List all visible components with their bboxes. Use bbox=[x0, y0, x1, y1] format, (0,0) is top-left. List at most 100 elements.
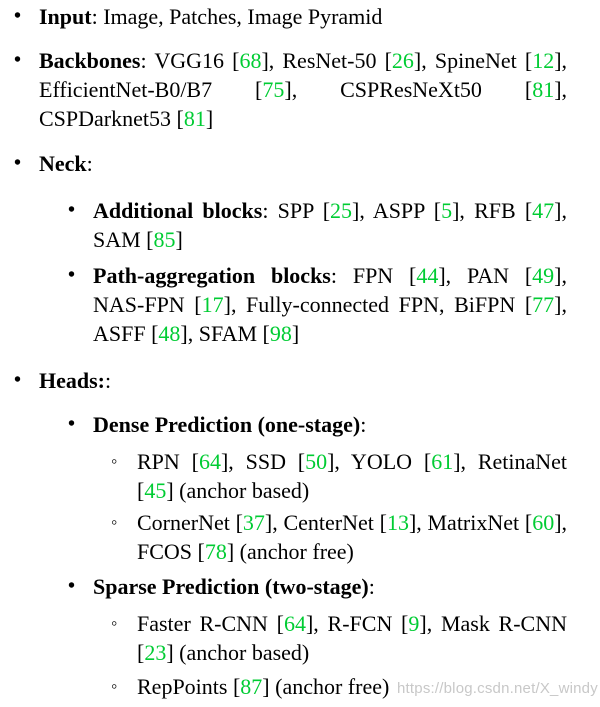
list-item-backbones: •Backbones: VGG16 [68], ResNet-50 [26], … bbox=[0, 46, 600, 133]
citation-link[interactable]: 26 bbox=[391, 48, 414, 73]
item-heading: Sparse Prediction (two-stage) bbox=[93, 574, 369, 599]
citation-link[interactable]: 5 bbox=[441, 198, 453, 223]
item-body-text: CornerNet [ bbox=[137, 510, 243, 535]
heading-colon: : bbox=[360, 412, 367, 437]
item-text: Additional blocks: SPP [25], ASPP [5], R… bbox=[93, 196, 567, 254]
heading-colon: : bbox=[105, 368, 112, 393]
item-body-text: ], MatrixNet [ bbox=[408, 510, 533, 535]
citation-link[interactable]: 77 bbox=[532, 292, 555, 317]
heading-colon: : bbox=[262, 198, 269, 223]
heading-colon: : bbox=[86, 151, 93, 176]
item-text: Dense Prediction (one-stage): bbox=[93, 410, 567, 439]
item-body-text: ], ASPP [ bbox=[352, 198, 442, 223]
citation-link[interactable]: 98 bbox=[269, 321, 292, 346]
item-text: Sparse Prediction (two-stage): bbox=[93, 572, 567, 601]
item-body-text: ], EfficientNet-B0/B7 [ bbox=[39, 48, 568, 102]
list-item-sparse-anchor-free: ◦ RepPoints [87] (anchor free) bbox=[0, 672, 600, 701]
citation-link[interactable]: 64 bbox=[198, 449, 221, 474]
citation-link[interactable]: 61 bbox=[431, 449, 454, 474]
citation-link[interactable]: 23 bbox=[144, 640, 167, 665]
list-item-sparse-anchor-based: ◦ Faster R-CNN [64], R-FCN [9], Mask R-CN… bbox=[0, 609, 600, 667]
item-body-text: ] (anchor free) bbox=[226, 539, 354, 564]
heading-colon: : bbox=[91, 4, 98, 29]
item-text: Faster R-CNN [64], R-FCN [9], Mask R-CNN… bbox=[137, 609, 567, 667]
citation-link[interactable]: 60 bbox=[532, 510, 555, 535]
item-body-text: ], PAN [ bbox=[438, 263, 533, 288]
item-body-text: ], YOLO [ bbox=[327, 449, 432, 474]
item-body-text: RPN [ bbox=[137, 449, 199, 474]
item-body-text: VGG16 [ bbox=[146, 48, 240, 73]
list-item-additional-blocks: • Additional blocks: SPP [25], ASPP [5], … bbox=[0, 196, 600, 254]
heading-colon: : bbox=[140, 48, 147, 73]
hollow-bullet-icon: ◦ bbox=[111, 676, 118, 696]
citation-link[interactable]: 75 bbox=[262, 77, 285, 102]
item-body-text: RepPoints [ bbox=[137, 674, 241, 699]
list-item-sparse-prediction: • Sparse Prediction (two-stage): bbox=[0, 572, 600, 601]
item-text: Path-aggregation blocks: FPN [44], PAN [… bbox=[93, 261, 567, 348]
item-body-text: ] (anchor based) bbox=[166, 640, 310, 665]
citation-link[interactable]: 25 bbox=[330, 198, 353, 223]
item-body-text: ], SFAM [ bbox=[180, 321, 270, 346]
citation-link[interactable]: 81 bbox=[183, 106, 206, 131]
citation-link[interactable]: 47 bbox=[532, 198, 555, 223]
item-heading: Dense Prediction (one-stage) bbox=[93, 412, 361, 437]
item-body-text: SPP [ bbox=[268, 198, 331, 223]
bullet-icon: • bbox=[68, 199, 76, 221]
citation-link[interactable]: 45 bbox=[144, 478, 167, 503]
item-body-text: ] bbox=[291, 321, 300, 346]
item-body-text: ], CSPDarknet53 [ bbox=[39, 77, 568, 131]
hollow-bullet-icon: ◦ bbox=[111, 451, 118, 471]
item-heading: Additional blocks bbox=[93, 198, 263, 223]
item-body-text: ], NAS-FPN [ bbox=[93, 263, 567, 317]
item-body-text: ], FCOS [ bbox=[137, 510, 568, 564]
citation-link[interactable]: 68 bbox=[239, 48, 262, 73]
item-body-text: ], RFB [ bbox=[452, 198, 533, 223]
citation-link[interactable]: 81 bbox=[532, 77, 555, 102]
citation-link[interactable]: 9 bbox=[408, 611, 420, 636]
item-body-text: Image, Patches, Image Pyramid bbox=[97, 4, 383, 29]
item-body-text: ], SAM [ bbox=[93, 198, 567, 252]
item-body-text: ], CSPResNeXt50 [ bbox=[284, 77, 533, 102]
citation-link[interactable]: 12 bbox=[532, 48, 555, 73]
citation-link[interactable]: 49 bbox=[532, 263, 555, 288]
hollow-bullet-icon: ◦ bbox=[111, 512, 118, 532]
item-text: RepPoints [87] (anchor free) bbox=[137, 672, 567, 701]
item-heading: Input bbox=[39, 4, 92, 29]
list-item-path-aggregation-blocks: •Path-aggregation blocks: FPN [44], PAN … bbox=[0, 261, 600, 348]
item-body-text: Faster R-CNN [ bbox=[137, 611, 284, 636]
item-body-text: ] bbox=[175, 227, 183, 252]
list-item-dense-prediction: •Dense Prediction (one-stage): bbox=[0, 410, 600, 439]
bullet-icon: • bbox=[14, 49, 22, 71]
heading-colon: : bbox=[330, 263, 337, 288]
bullet-icon: • bbox=[14, 369, 22, 391]
citation-link[interactable]: 87 bbox=[240, 674, 263, 699]
citation-link[interactable]: 85 bbox=[153, 227, 176, 252]
item-body-text: ] (anchor free) bbox=[262, 674, 390, 699]
citation-link[interactable]: 17 bbox=[201, 292, 224, 317]
bullet-icon: • bbox=[14, 152, 22, 174]
item-heading: Neck bbox=[39, 151, 87, 176]
item-text: RPN [64], SSD [50], YOLO [61], RetinaNet… bbox=[137, 447, 567, 505]
citation-link[interactable]: 13 bbox=[386, 510, 409, 535]
citation-link[interactable]: 37 bbox=[242, 510, 265, 535]
heading-colon: : bbox=[368, 574, 375, 599]
citation-link[interactable]: 48 bbox=[158, 321, 181, 346]
item-body-text: ], Mask R-CNN [ bbox=[137, 611, 567, 665]
item-heading: Heads: bbox=[39, 368, 105, 393]
item-text: Heads:: bbox=[39, 366, 567, 395]
watermark: https://blog.csdn.net/X_windy bbox=[397, 680, 598, 697]
list-item-heads: • Heads:: bbox=[0, 366, 600, 395]
citation-link[interactable]: 64 bbox=[283, 611, 306, 636]
item-body-text: ] (anchor based) bbox=[166, 478, 310, 503]
item-body-text: ], Fully-connected FPN, BiFPN [ bbox=[223, 292, 533, 317]
item-body-text: ], CenterNet [ bbox=[264, 510, 387, 535]
item-heading: Path-aggregation blocks bbox=[93, 263, 331, 288]
item-body-text: ] bbox=[205, 106, 214, 131]
list-item-dense-anchor-free: ◦ CornerNet [37], CenterNet [13], MatrixN… bbox=[0, 508, 600, 566]
citation-link[interactable]: 78 bbox=[204, 539, 227, 564]
citation-link[interactable]: 44 bbox=[416, 263, 439, 288]
list-item-neck: • Neck: bbox=[0, 149, 600, 178]
citation-link[interactable]: 50 bbox=[305, 449, 328, 474]
hollow-bullet-icon: ◦ bbox=[111, 613, 118, 633]
bullet-icon: • bbox=[68, 575, 76, 597]
